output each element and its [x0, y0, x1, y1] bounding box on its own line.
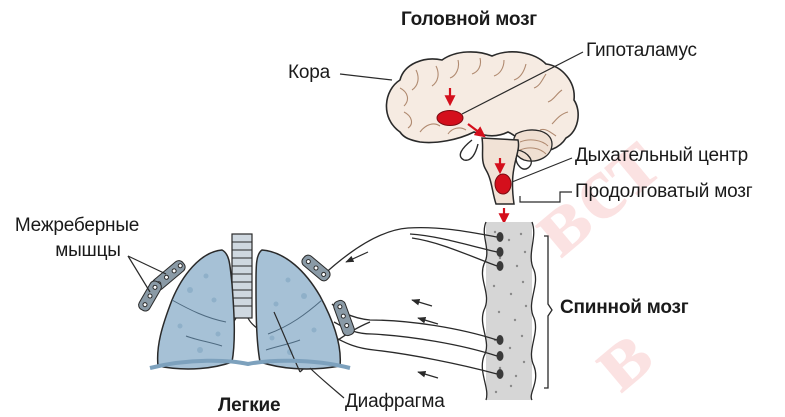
intercostal-label-line2: мышцы [10, 241, 144, 260]
lungs-label: Легкие [218, 396, 280, 415]
intercostal-label-line1: Межреберные [10, 216, 144, 235]
respiratory-center-label: Дыхательный центр [575, 146, 748, 165]
hypothalamus-label: Гипоталамус [586, 41, 697, 60]
impulse-arrows [346, 252, 438, 378]
hypothalamus-marker [437, 111, 463, 126]
spinal-cord-label: Спинной мозг [560, 298, 689, 317]
brain-title: Головной мозг [401, 10, 537, 29]
cortex-label: Кора [288, 63, 330, 82]
diaphragm-label: Диафрагма [345, 392, 445, 411]
intercostal-muscles-label: Межреберные мышцы [10, 216, 144, 260]
spinal-cord-bracket [544, 236, 552, 388]
lungs [137, 234, 356, 372]
respiratory-center-marker [495, 174, 511, 194]
right-lung [256, 250, 340, 369]
medulla-label: Продолговатый мозг [575, 182, 753, 201]
